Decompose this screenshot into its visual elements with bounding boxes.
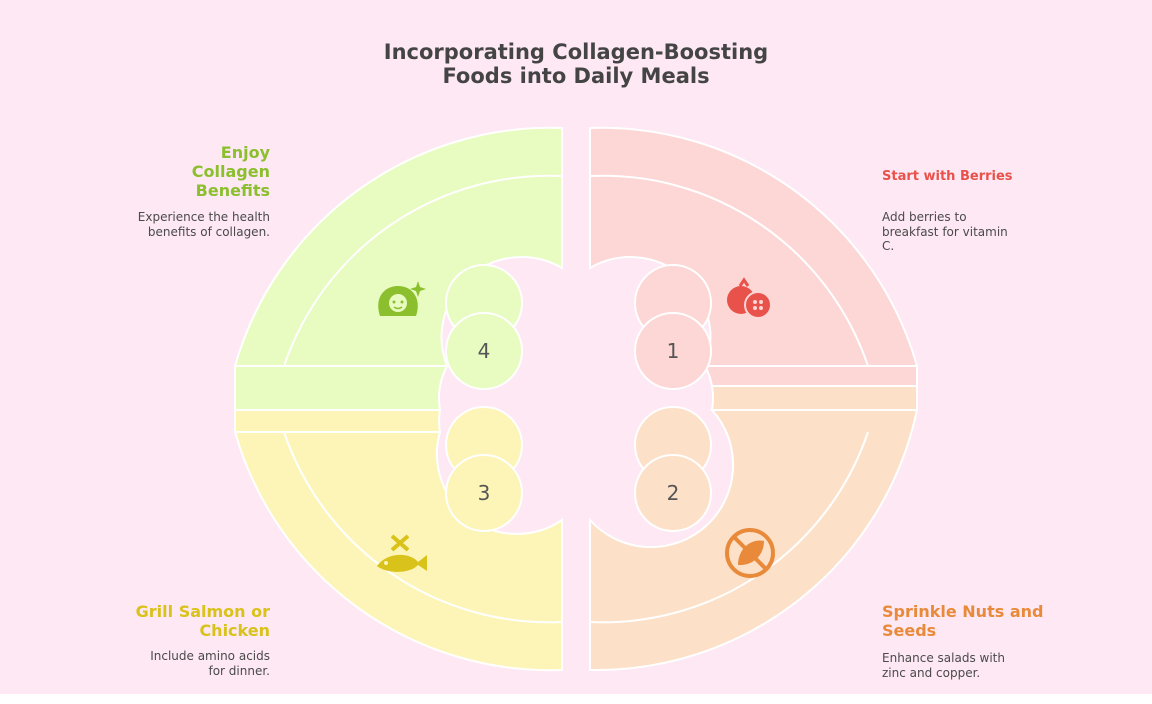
step-number-1: 1: [667, 339, 680, 363]
woman-sparkle-icon: [378, 281, 426, 316]
no-nuts-icon: [725, 528, 775, 578]
step-title-3: Grill Salmon or Chicken: [135, 602, 270, 640]
step-number-3: 3: [478, 481, 491, 505]
fish-icon: [377, 534, 427, 572]
quadrant-4: [233, 126, 563, 411]
step-title-1: Start with Berries: [882, 169, 1013, 184]
circle-group-3: [445, 406, 523, 532]
step-number-2: 2: [667, 481, 680, 505]
step-title-2: Sprinkle Nuts and Seeds: [882, 602, 1044, 640]
quadrant-2: [589, 385, 919, 672]
step-description-2: Enhance salads with zinc and copper.: [882, 651, 1005, 680]
quadrant-1: [589, 126, 919, 387]
berry-icon: [727, 277, 772, 319]
circle-group-4: [445, 264, 523, 390]
step-description-3: Include amino acids for dinner.: [150, 649, 270, 678]
step-description-1: Add berries to breakfast for vitamin C.: [882, 210, 1008, 253]
step-number-4: 4: [478, 339, 491, 363]
step-description-4: Experience the health benefits of collag…: [137, 210, 270, 239]
circle-group-1: [634, 264, 712, 390]
step-title-4: Enjoy Collagen Benefits: [191, 143, 270, 200]
diagram-title: Incorporating Collagen-Boosting Foods in…: [383, 40, 769, 88]
circle-group-2: [634, 406, 712, 532]
